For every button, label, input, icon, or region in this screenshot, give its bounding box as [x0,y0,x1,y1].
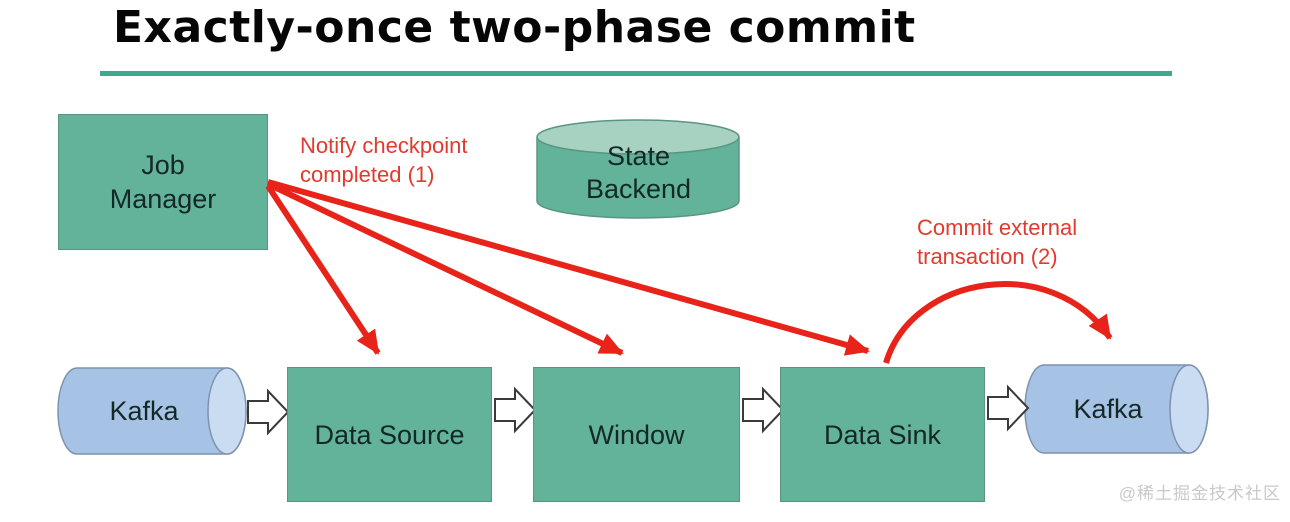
page-title: Exactly-once two-phase commit [113,2,916,53]
kafka-output-cylinder-icon [1024,364,1209,454]
window-label: Window [588,419,685,450]
data-source-node: Data Source [287,367,492,502]
window-node: Window [533,367,740,502]
title-underline [100,71,1172,76]
kafka-input-cylinder-icon [57,367,247,455]
job-manager-node: Job Manager [58,114,268,250]
data-source-label: Data Source [314,419,465,450]
data-sink-node: Data Sink [780,367,985,502]
commit-external-annotation: Commit external transaction (2) [917,215,1078,269]
flow-arrow-icon [742,386,785,434]
data-sink-label: Data Sink [823,419,942,450]
job-manager-label: Job Manager [109,150,217,214]
flow-arrow-icon [494,386,537,434]
notify-checkpoint-annotation: Notify checkpoint completed (1) [300,133,468,187]
flow-arrow-icon [247,388,290,436]
flow-arrow-icon [987,384,1030,432]
watermark: @稀土掘金技术社区 [1118,484,1281,503]
